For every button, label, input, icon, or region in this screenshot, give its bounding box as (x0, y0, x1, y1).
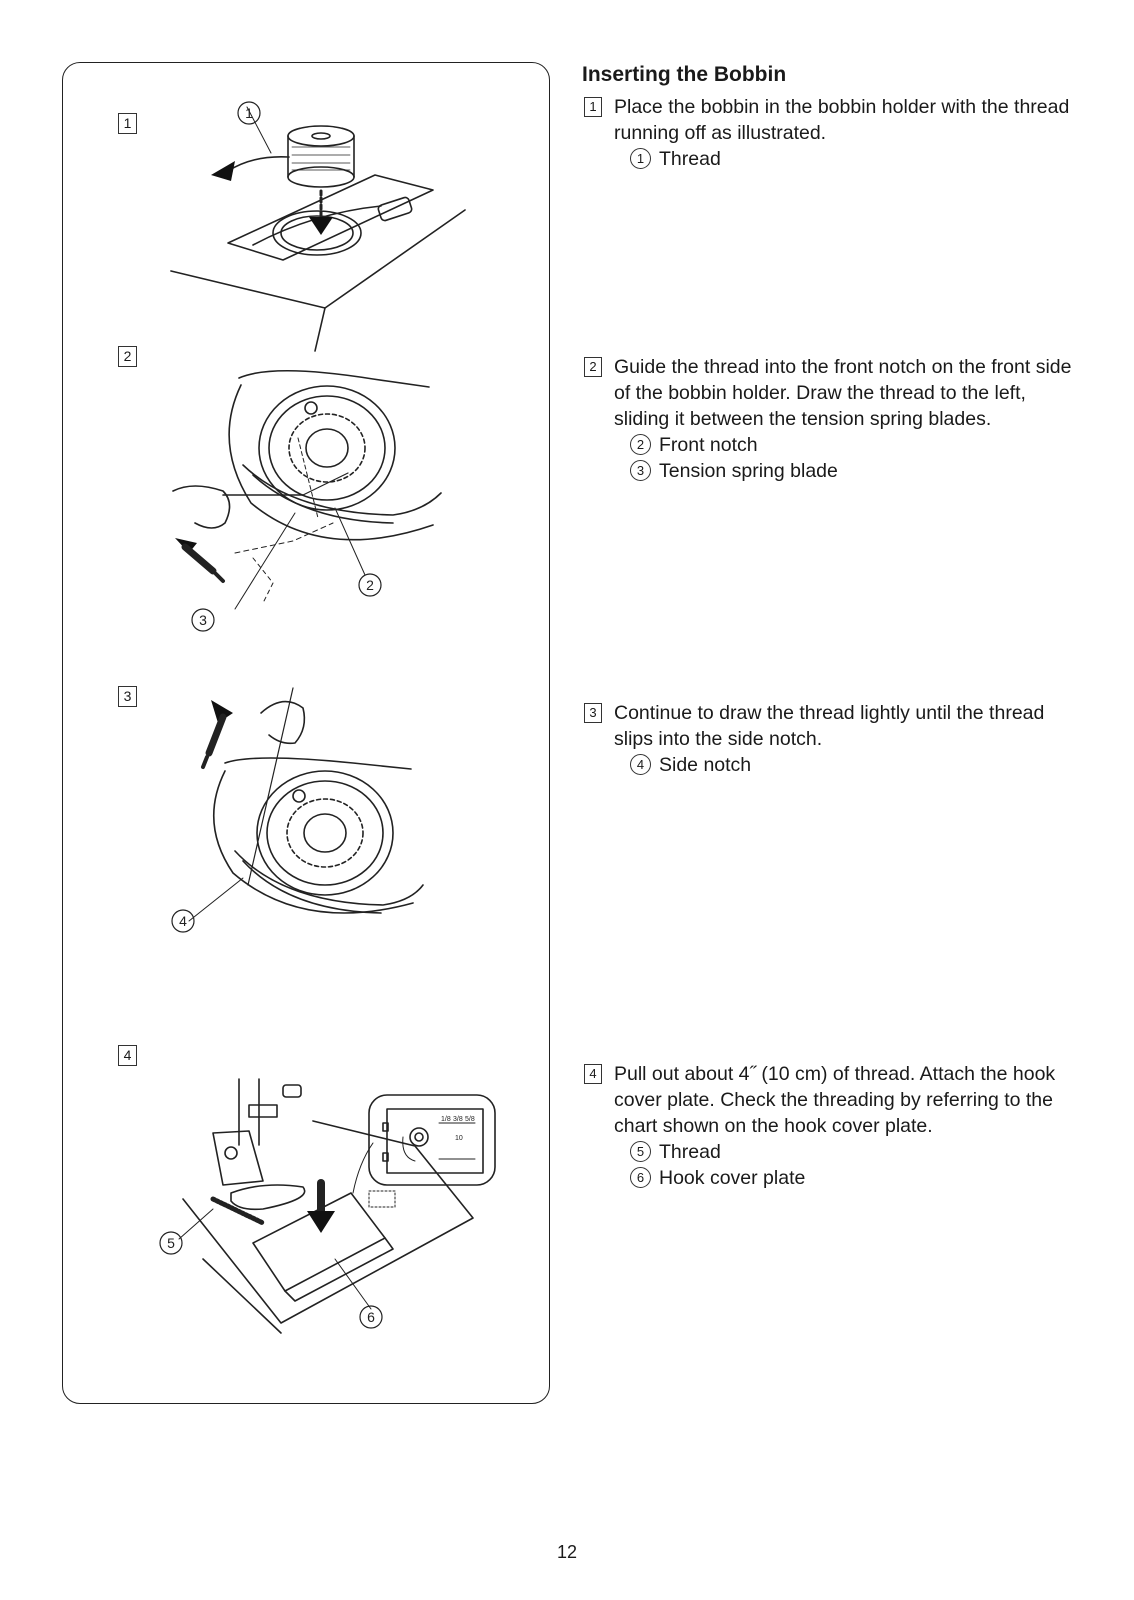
figure-1-bobbin-insert (170, 106, 466, 352)
callout-1: 1 (245, 105, 253, 121)
legend-label: Thread (659, 148, 721, 170)
figure-4-hook-cover-plate (178, 1078, 496, 1334)
step-3: 3 Continue to draw the thread lightly un… (584, 700, 1084, 778)
legend-item: 5 Thread (630, 1139, 1084, 1165)
legend-mark: 4 (630, 754, 651, 775)
step-2: 2 Guide the thread into the front notch … (584, 354, 1084, 484)
illustration-panel: 1/8 3/8 5/8 10 1 2 3 4 5 6 1 2 3 4 (62, 62, 550, 1404)
legend-item: 6 Hook cover plate (630, 1165, 1084, 1191)
step-3-text: Continue to draw the thread lightly unti… (614, 702, 1045, 750)
step-4: 4 Pull out about 4˝ (10 cm) of thread. A… (584, 1061, 1084, 1191)
figure-step-box-1: 1 (118, 113, 137, 134)
callout-4: 4 (179, 913, 187, 929)
legend-label: Side notch (659, 754, 752, 776)
step-3-legend: 4 Side notch (630, 752, 1084, 778)
legend-item: 1 Thread (630, 146, 1084, 172)
step-1-legend: 1 Thread (630, 146, 1084, 172)
legend-item: 4 Side notch (630, 752, 1084, 778)
plate-mark-1-8: 1/8 (441, 1116, 451, 1123)
figure-step-box-3: 3 (118, 686, 137, 707)
page-number: 12 (556, 1542, 578, 1562)
step-4-text: Pull out about 4˝ (10 cm) of thread. Att… (614, 1063, 1056, 1137)
callout-5: 5 (167, 1235, 175, 1251)
step-4-legend: 5 Thread 6 Hook cover plate (630, 1139, 1084, 1191)
figure-step-box-4: 4 (118, 1045, 137, 1066)
step-2-text: Guide the thread into the front notch on… (614, 356, 1072, 430)
step-1-text: Place the bobbin in the bobbin holder wi… (614, 96, 1070, 144)
legend-label: Front notch (659, 434, 758, 456)
plate-mark-10: 10 (455, 1135, 463, 1142)
legend-mark: 1 (630, 148, 651, 169)
step-4-number: 4 (584, 1064, 602, 1084)
callout-6: 6 (367, 1309, 375, 1325)
figure-2-front-notch (172, 369, 442, 610)
plate-mark-5-8: 5/8 (465, 1116, 475, 1123)
legend-label: Thread (659, 1141, 721, 1163)
figure-3-side-notch (188, 687, 424, 922)
legend-mark: 6 (630, 1167, 651, 1188)
callout-2: 2 (366, 577, 374, 593)
legend-label: Tension spring blade (659, 460, 838, 482)
legend-item: 2 Front notch (630, 432, 1084, 458)
illustration-drawing: 1/8 3/8 5/8 10 1 2 3 4 5 6 (159, 101, 496, 1334)
callout-3: 3 (199, 612, 207, 628)
figure-step-box-2: 2 (118, 346, 137, 367)
step-1: 1 Place the bobbin in the bobbin holder … (584, 94, 1084, 172)
plate-mark-3-8: 3/8 (453, 1116, 463, 1123)
step-2-number: 2 (584, 357, 602, 377)
legend-mark: 2 (630, 434, 651, 455)
legend-mark: 3 (630, 460, 651, 481)
callout-markers (159, 101, 383, 1329)
page-title: Inserting the Bobbin (582, 63, 787, 86)
step-3-number: 3 (584, 703, 602, 723)
step-1-number: 1 (584, 97, 602, 117)
step-2-legend: 2 Front notch 3 Tension spring blade (630, 432, 1084, 484)
legend-label: Hook cover plate (659, 1167, 806, 1189)
legend-mark: 5 (630, 1141, 651, 1162)
legend-item: 3 Tension spring blade (630, 458, 1084, 484)
